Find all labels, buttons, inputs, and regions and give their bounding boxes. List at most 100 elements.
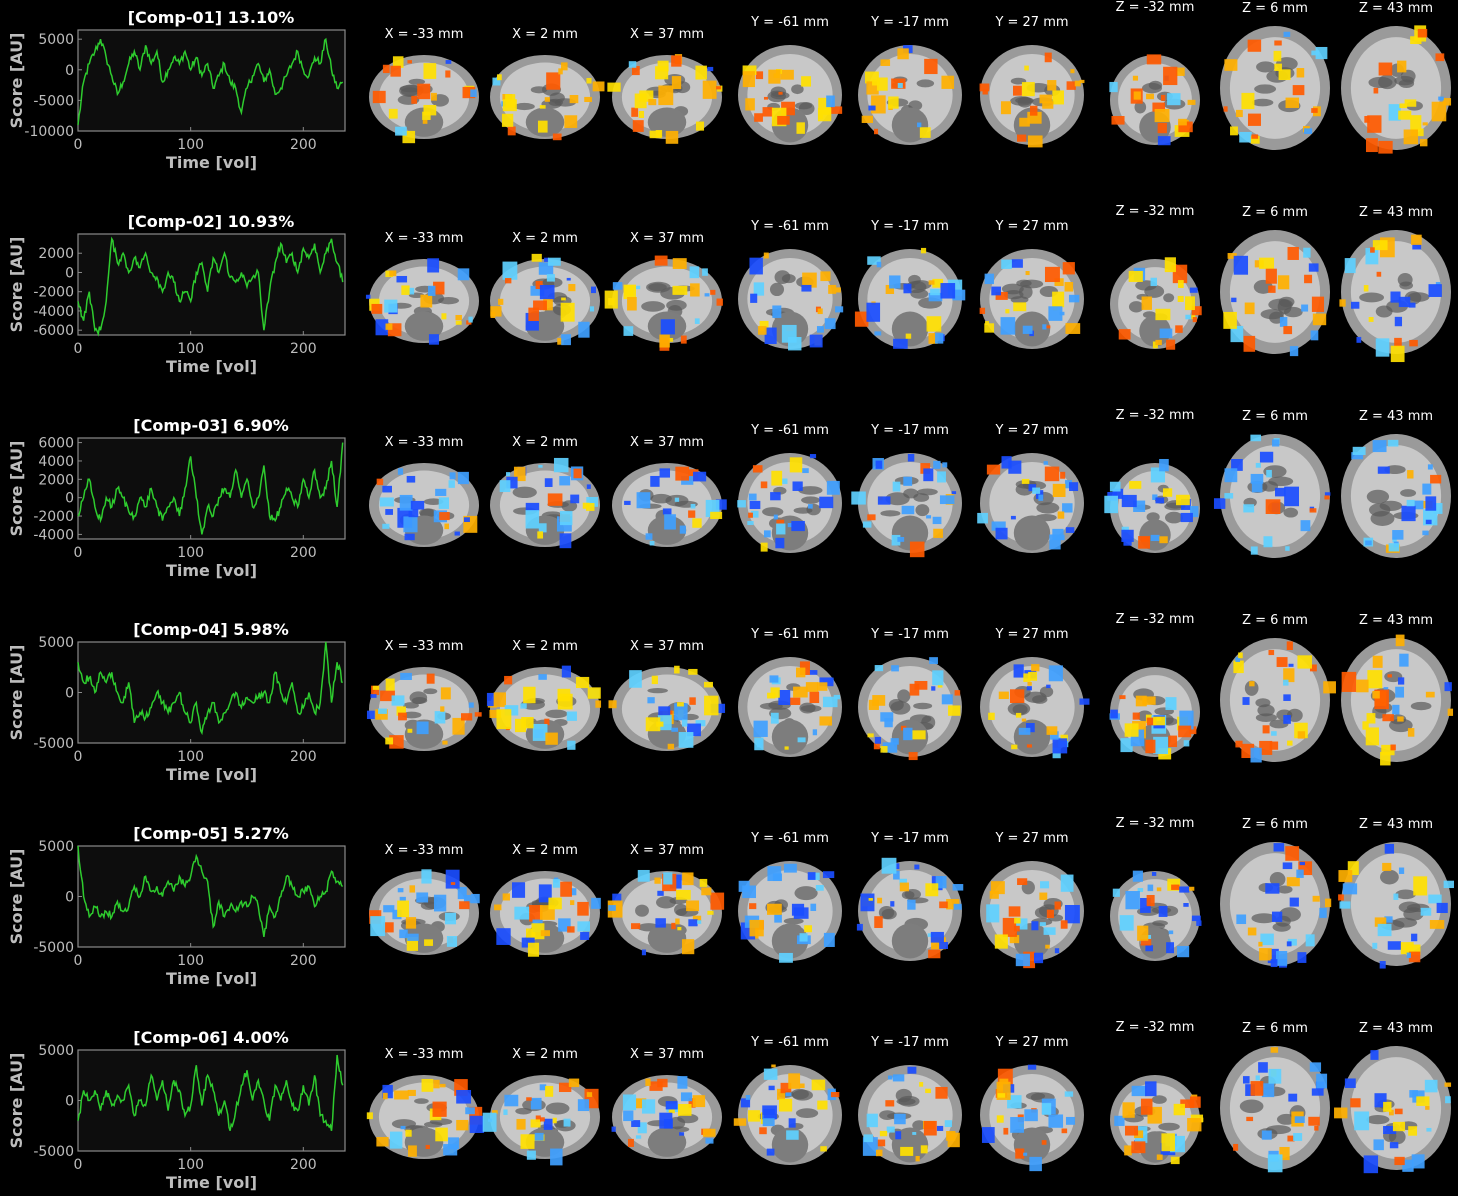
x-tick-label: 100	[177, 341, 204, 357]
activation-blob	[667, 743, 675, 750]
activation-blob	[1246, 1116, 1254, 1122]
activation-blob	[1111, 116, 1125, 125]
activation-blob	[799, 1083, 805, 1089]
activation-blob	[1283, 694, 1291, 701]
brain-structure	[795, 1108, 819, 1119]
activation-blob	[566, 277, 571, 281]
activation-blob	[430, 92, 437, 101]
slice-label: Z = -32 mm	[1116, 816, 1195, 831]
brain-structure	[880, 510, 901, 517]
activation-blob	[1042, 324, 1047, 330]
activation-blob	[1261, 1130, 1272, 1140]
activation-blob	[590, 286, 597, 294]
brain-slice	[369, 869, 480, 955]
activation-blob	[398, 712, 407, 721]
activation-blob	[1010, 515, 1016, 520]
activation-blob	[928, 949, 941, 959]
slice-label: Y = 27 mm	[994, 627, 1068, 642]
activation-blob	[1052, 90, 1064, 105]
activation-blob	[1323, 681, 1336, 694]
brain-structure	[801, 496, 821, 504]
brain-slice	[366, 667, 482, 751]
activation-blob	[1178, 725, 1192, 738]
activation-blob	[1180, 512, 1193, 523]
activation-blob	[774, 913, 782, 923]
activation-blob	[752, 465, 763, 473]
activation-blob	[892, 1074, 905, 1082]
activation-blob	[1344, 258, 1356, 274]
activation-blob	[994, 934, 1008, 949]
brain-slice	[738, 861, 842, 963]
slice-label: X = -33 mm	[385, 435, 464, 450]
activation-blob	[537, 531, 544, 539]
activation-blob	[935, 1086, 948, 1099]
brain-structure	[1255, 713, 1277, 722]
x-tick-label: 200	[290, 341, 317, 357]
activation-blob	[866, 302, 881, 322]
activation-blob	[397, 900, 410, 918]
x-axis-label: Time [vol]	[166, 153, 257, 172]
activation-blob	[675, 918, 680, 925]
activation-blob	[1180, 1099, 1195, 1108]
activation-blob	[366, 710, 375, 720]
activation-blob	[879, 1130, 888, 1137]
activation-blob	[424, 939, 433, 946]
activation-blob	[1387, 674, 1392, 678]
activation-blob	[1065, 480, 1072, 489]
activation-blob	[990, 881, 1005, 895]
brain-structure	[513, 102, 535, 111]
activation-blob	[1190, 506, 1199, 518]
activation-blob	[1128, 270, 1143, 282]
y-tick-label: -2000	[33, 285, 74, 301]
activation-blob	[1110, 709, 1118, 719]
activation-blob	[409, 885, 416, 893]
activation-blob	[1372, 240, 1388, 251]
activation-blob	[884, 718, 893, 728]
activation-blob	[1033, 952, 1044, 964]
activation-blob	[1027, 111, 1042, 124]
activation-blob	[1173, 1103, 1185, 1116]
activation-blob	[529, 905, 543, 922]
activation-blob	[560, 302, 575, 322]
activation-blob	[385, 270, 394, 278]
brain-slice	[738, 657, 842, 757]
activation-blob	[403, 516, 418, 533]
brain-structure	[912, 1120, 927, 1131]
activation-blob	[1054, 901, 1061, 910]
activation-blob	[530, 1119, 541, 1128]
activation-blob	[1394, 1156, 1405, 1166]
brain-slice	[1220, 1046, 1330, 1173]
activation-blob	[507, 126, 516, 136]
activation-blob	[575, 676, 590, 689]
activation-blob	[1025, 723, 1035, 733]
activation-blob	[426, 673, 435, 684]
activation-blob	[515, 718, 527, 733]
activation-blob	[1015, 1148, 1025, 1159]
activation-blob	[526, 1150, 536, 1160]
activation-blob	[376, 478, 384, 486]
brain-structure	[791, 1088, 809, 1100]
activation-blob	[462, 86, 476, 99]
activation-blob	[1145, 1081, 1157, 1097]
x-tick-label: 0	[74, 1157, 83, 1173]
activation-blob	[1026, 744, 1032, 748]
brain-structure	[1017, 96, 1032, 108]
slice-label: Y = -61 mm	[750, 1035, 829, 1050]
slice-label: Y = -17 mm	[870, 15, 949, 30]
activation-blob	[694, 318, 700, 324]
activation-blob	[1416, 1096, 1430, 1106]
activation-blob	[540, 930, 550, 937]
y-tick-label: 5000	[38, 839, 74, 855]
activation-blob	[444, 523, 450, 530]
activation-blob	[1411, 933, 1418, 942]
brain-structure	[635, 904, 649, 917]
activation-blob	[1399, 103, 1408, 109]
activation-blob	[1363, 1155, 1379, 1174]
activation-blob	[383, 905, 395, 913]
activation-blob	[1015, 953, 1030, 967]
activation-blob	[1045, 325, 1051, 329]
activation-blob	[1239, 131, 1252, 143]
activation-blob	[525, 502, 540, 512]
activation-blob	[448, 480, 455, 488]
